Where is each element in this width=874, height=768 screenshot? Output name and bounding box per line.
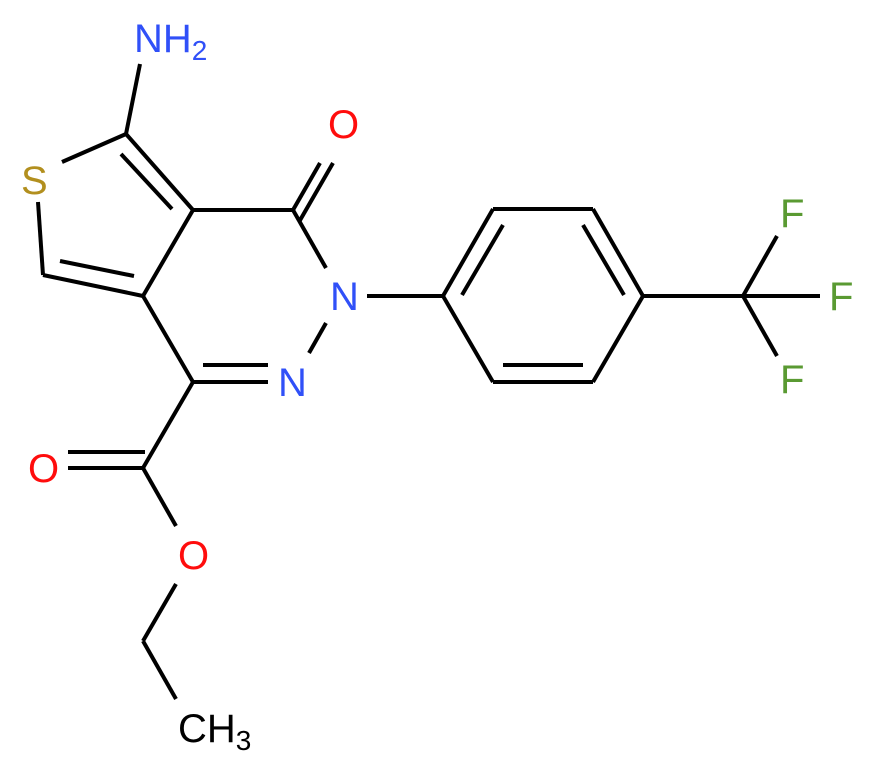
keto-oxygen-label: O (328, 103, 359, 147)
bond-cester-o (141, 467, 178, 527)
pyridazinone-ring (141, 162, 443, 384)
bond-ph-3-inner (581, 223, 626, 297)
amide-nitrogen-label: N (330, 275, 359, 319)
methyl-group-label: CH3 (178, 707, 251, 756)
ester-carbonyl-oxygen-label: O (28, 447, 59, 491)
bond-ch-c3a-inner (59, 259, 135, 278)
fluorine-bottom-label: F (780, 358, 804, 402)
fluorine-mid-label: F (829, 275, 853, 319)
bond-c5-nh2 (124, 63, 142, 135)
bond-ph-1 (441, 208, 495, 297)
bond-c7a-c5-inner (119, 152, 174, 211)
imine-nitrogen-label: N (278, 361, 307, 405)
bond-c-f-bot (741, 295, 779, 357)
bond-c-f-top (741, 235, 779, 297)
bond-o-ch2 (141, 582, 178, 643)
bond-n3-n2 (307, 322, 328, 354)
ester-oxygen-label: O (178, 534, 209, 578)
bond-c4-n3 (291, 209, 328, 269)
bond-ch2-ch3 (141, 640, 178, 700)
bond-c7a-c5 (124, 132, 195, 212)
phenyl-ring (441, 207, 645, 384)
bond-ph-4 (591, 294, 645, 384)
bond-ph-6 (441, 294, 495, 384)
thiophene-ring (36, 63, 195, 298)
bond-c1-cester (141, 380, 195, 470)
trifluoromethyl-group (643, 235, 820, 357)
bond-c4-o (291, 162, 322, 211)
bond-s-c (36, 201, 45, 276)
amino-group-label: NH2 (134, 17, 207, 66)
bond-ph-3 (591, 208, 645, 297)
bond-c3a-c7a (141, 208, 195, 298)
ethyl-ester-group (68, 380, 195, 700)
bond-ch-c3a (42, 273, 144, 298)
bond-ph-1-inner (460, 223, 505, 297)
bond-c4-o-2 (297, 162, 335, 223)
bond-c1-c3a (141, 294, 195, 384)
fluorine-top-label: F (780, 192, 804, 236)
bond-c5-s (61, 132, 127, 164)
sulfur-atom-label: S (21, 159, 48, 203)
